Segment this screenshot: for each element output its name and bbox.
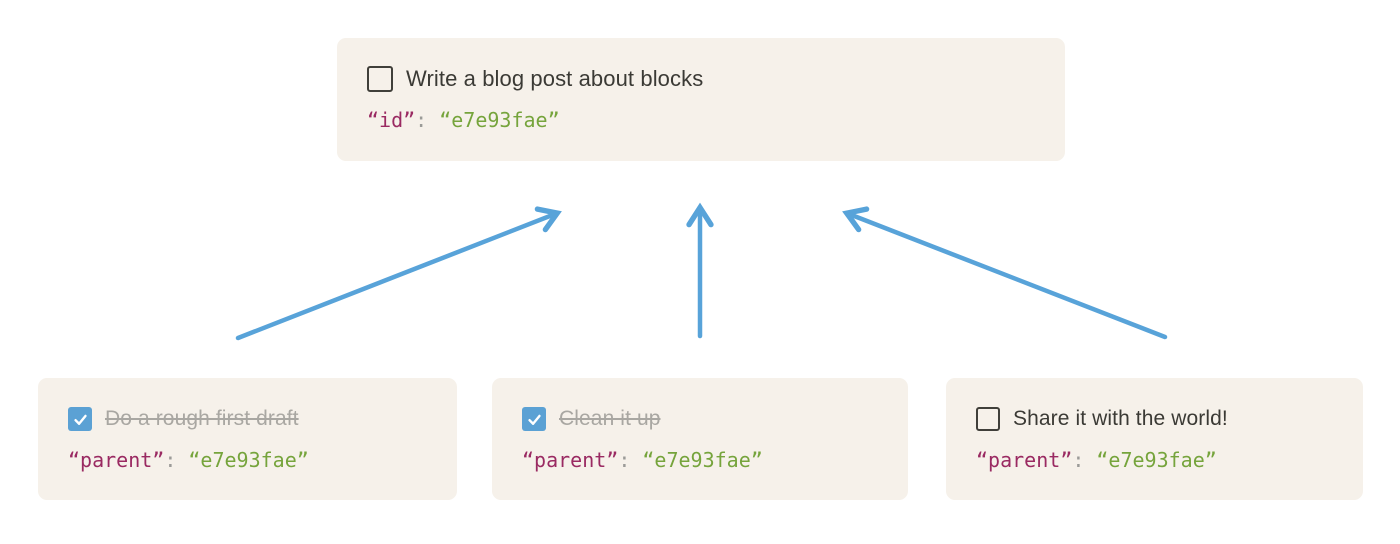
child-task-card-3: Share it with the world! “parent”: “e7e93… [946, 378, 1363, 500]
child-task-card-2: Clean it up “parent”: “e7e93fae” [492, 378, 908, 500]
code-line: “parent”: “e7e93fae” [976, 448, 1333, 472]
task-row: Write a blog post about blocks [367, 66, 1035, 92]
task-title: Do a rough first draft [105, 407, 299, 430]
code-value: “e7e93fae” [1096, 448, 1217, 472]
child-task-card-1: Do a rough first draft “parent”: “e7e93fa… [38, 378, 457, 500]
task-row: Clean it up [522, 406, 878, 432]
code-line: “parent”: “e7e93fae” [68, 448, 427, 472]
code-value: “e7e93fae” [188, 448, 309, 472]
task-title: Clean it up [559, 407, 661, 430]
code-colon: : [618, 448, 631, 472]
task-row: Share it with the world! [976, 406, 1333, 432]
task-checkbox[interactable] [367, 66, 393, 92]
parent-task-card: Write a blog post about blocks “id”: “e7e… [337, 38, 1065, 161]
task-title: Write a blog post about blocks [406, 66, 704, 91]
task-checkbox[interactable] [976, 407, 1000, 431]
task-checkbox[interactable] [68, 407, 92, 431]
code-key: “parent” [522, 448, 619, 472]
arrow-child-1-to-parent [235, 206, 562, 341]
code-key: “parent” [976, 448, 1073, 472]
code-colon: : [415, 108, 428, 132]
code-key: “parent” [68, 448, 165, 472]
code-colon: : [1072, 448, 1085, 472]
code-colon: : [164, 448, 177, 472]
code-line: “parent”: “e7e93fae” [522, 448, 878, 472]
code-value: “e7e93fae” [642, 448, 763, 472]
checkmark-icon [73, 414, 87, 425]
checkmark-icon [527, 414, 541, 425]
task-row: Do a rough first draft [68, 406, 427, 432]
code-line: “id”: “e7e93fae” [367, 108, 1035, 132]
task-title: Share it with the world! [1013, 407, 1228, 430]
arrow-child-3-to-parent [842, 206, 1168, 340]
task-checkbox[interactable] [522, 407, 546, 431]
code-value: “e7e93fae” [439, 108, 560, 132]
code-key: “id” [367, 108, 416, 132]
